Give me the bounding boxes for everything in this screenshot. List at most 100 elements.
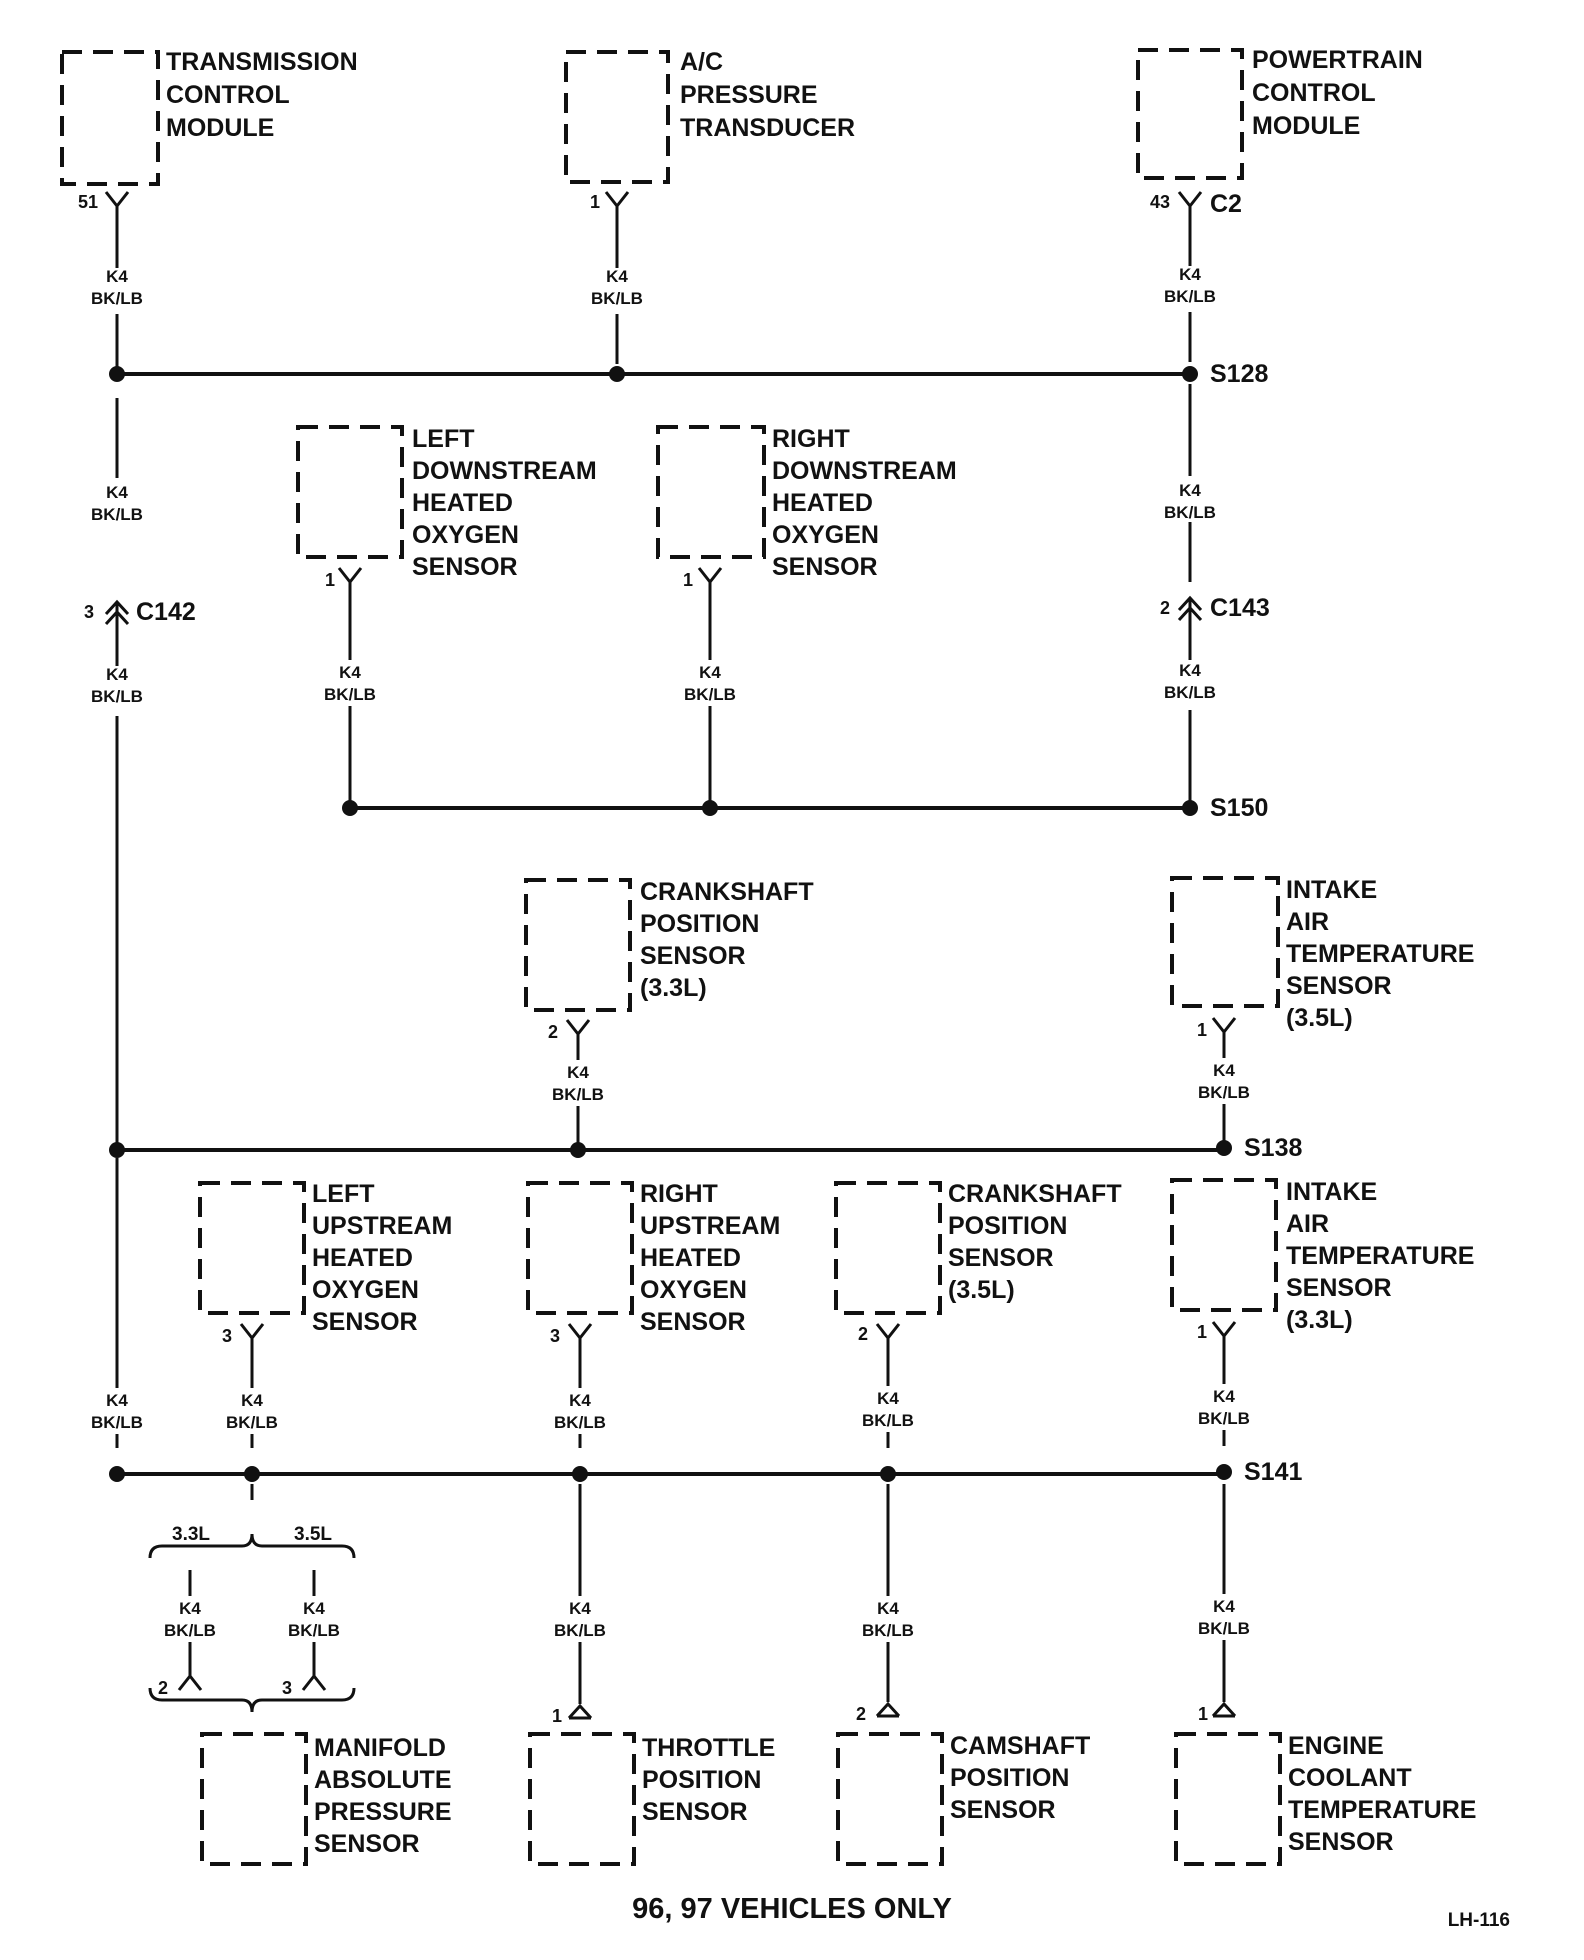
svg-text:K4: K4 — [1179, 481, 1201, 500]
splice-s128-dot — [1182, 366, 1198, 382]
option-33l-label: 3.3L — [172, 1524, 210, 1545]
svg-text:BK/LB: BK/LB — [91, 505, 143, 524]
camshaft-box — [836, 1732, 944, 1866]
splice-dot — [342, 800, 358, 816]
pin-map33: 2 — [158, 1678, 168, 1698]
splice-s138-label: S138 — [1244, 1134, 1302, 1162]
splice-dot — [244, 1466, 260, 1482]
pin-ac: 1 — [590, 192, 600, 212]
ac-transducer-label: A/C PRESSURE TRANSDUCER — [680, 48, 855, 142]
pin-pcm: 43 — [1150, 192, 1170, 212]
svg-text:BK/LB: BK/LB — [164, 1621, 216, 1640]
connector-tcm-icon — [104, 191, 130, 214]
svg-text:K4: K4 — [877, 1599, 899, 1618]
splice-s141-label: S141 — [1244, 1458, 1302, 1486]
svg-text:K4: K4 — [569, 1599, 591, 1618]
pin-ect: 1 — [1198, 1704, 1208, 1724]
pin-ldho2: 1 — [325, 570, 335, 590]
pin-iat33: 1 — [1197, 1322, 1207, 1342]
svg-text:K4: K4 — [339, 663, 361, 682]
option-bracket-top — [148, 1533, 356, 1559]
connector-rdho2-icon — [697, 567, 723, 592]
connector-c142-label: C142 — [136, 598, 196, 626]
connector-pcm-icon — [1177, 191, 1203, 214]
connector-ac-icon — [604, 191, 630, 214]
connector-c2-label: C2 — [1210, 190, 1242, 218]
splice-s138-dot — [1216, 1140, 1232, 1156]
connector-cmp-icon — [875, 1701, 901, 1718]
svg-text:BK/LB: BK/LB — [1198, 1619, 1250, 1638]
pin-ruho2: 3 — [550, 1326, 560, 1346]
svg-text:BK/LB: BK/LB — [91, 289, 143, 308]
svg-text:K4: K4 — [241, 1391, 263, 1410]
pin-ckp33: 2 — [548, 1022, 558, 1042]
splice-dot — [572, 1466, 588, 1482]
map-sensor-box — [200, 1732, 308, 1866]
crankshaft-35-label: CRANKSHAFT POSITION SENSOR (3.5L) — [948, 1180, 1129, 1304]
connector-ect-icon — [1211, 1701, 1237, 1718]
connector-ckp33-icon — [565, 1019, 591, 1044]
svg-text:K4: K4 — [1213, 1597, 1235, 1616]
figure-id: LH-116 — [1448, 1910, 1510, 1931]
splice-dot — [109, 366, 125, 382]
splice-dot — [109, 1142, 125, 1158]
crankshaft-33-label: CRANKSHAFT POSITION SENSOR (3.3L) — [640, 878, 821, 1002]
connector-iat33-icon — [1211, 1321, 1237, 1346]
connector-luho2-icon — [239, 1323, 265, 1348]
svg-text:K4: K4 — [179, 1599, 201, 1618]
svg-text:K4: K4 — [567, 1063, 589, 1082]
splice-dot — [609, 366, 625, 382]
connector-map35-icon — [301, 1668, 327, 1691]
ect-label: ENGINE COOLANT TEMPERATURE SENSOR — [1288, 1732, 1483, 1856]
svg-text:K4: K4 — [1213, 1387, 1235, 1406]
svg-text:BK/LB: BK/LB — [1198, 1409, 1250, 1428]
iat-35-label: INTAKE AIR TEMPERATURE SENSOR (3.5L) — [1286, 876, 1481, 1032]
connector-c143-label: C143 — [1210, 594, 1270, 622]
pin-rdho2: 1 — [683, 570, 693, 590]
svg-text:K4: K4 — [106, 267, 128, 286]
splice-s150-label: S150 — [1210, 794, 1268, 822]
iat-33-label: INTAKE AIR TEMPERATURE SENSOR (3.3L) — [1286, 1178, 1481, 1334]
connector-c143-icon — [1177, 595, 1203, 622]
svg-text:K4: K4 — [569, 1391, 591, 1410]
svg-text:BK/LB: BK/LB — [591, 289, 643, 308]
svg-text:BK/LB: BK/LB — [288, 1621, 340, 1640]
left-downstream-o2-label: LEFT DOWNSTREAM HEATED OXYGEN SENSOR — [412, 425, 604, 581]
svg-text:BK/LB: BK/LB — [91, 1413, 143, 1432]
right-downstream-o2-box — [656, 425, 766, 559]
connector-c142-icon — [104, 599, 130, 626]
splice-s150-dot — [1182, 800, 1198, 816]
pin-tcm: 51 — [78, 192, 98, 212]
svg-text:BK/LB: BK/LB — [1164, 503, 1216, 522]
svg-text:BK/LB: BK/LB — [1164, 287, 1216, 306]
pin-iat35: 1 — [1197, 1020, 1207, 1040]
connector-ckp35-icon — [875, 1323, 901, 1348]
connector-tps-icon — [567, 1703, 593, 1720]
left-upstream-o2-box — [198, 1181, 306, 1315]
splice-dot — [109, 1466, 125, 1482]
connector-ldho2-icon — [337, 567, 363, 592]
pcm-box — [1136, 48, 1244, 180]
iat-35-box — [1170, 876, 1280, 1008]
svg-text:BK/LB: BK/LB — [552, 1085, 604, 1104]
svg-text:BK/LB: BK/LB — [226, 1413, 278, 1432]
pcm-label: POWERTRAIN CONTROL MODULE — [1252, 46, 1430, 140]
ect-box — [1174, 1732, 1282, 1866]
right-downstream-o2-label: RIGHT DOWNSTREAM HEATED OXYGEN SENSOR — [772, 425, 964, 581]
pin-c143: 2 — [1160, 598, 1170, 618]
svg-text:K4: K4 — [106, 1391, 128, 1410]
vehicles-note: 96, 97 VEHICLES ONLY — [632, 1893, 952, 1925]
svg-text:BK/LB: BK/LB — [91, 687, 143, 706]
svg-text:K4: K4 — [106, 665, 128, 684]
pin-ckp35: 2 — [858, 1324, 868, 1344]
